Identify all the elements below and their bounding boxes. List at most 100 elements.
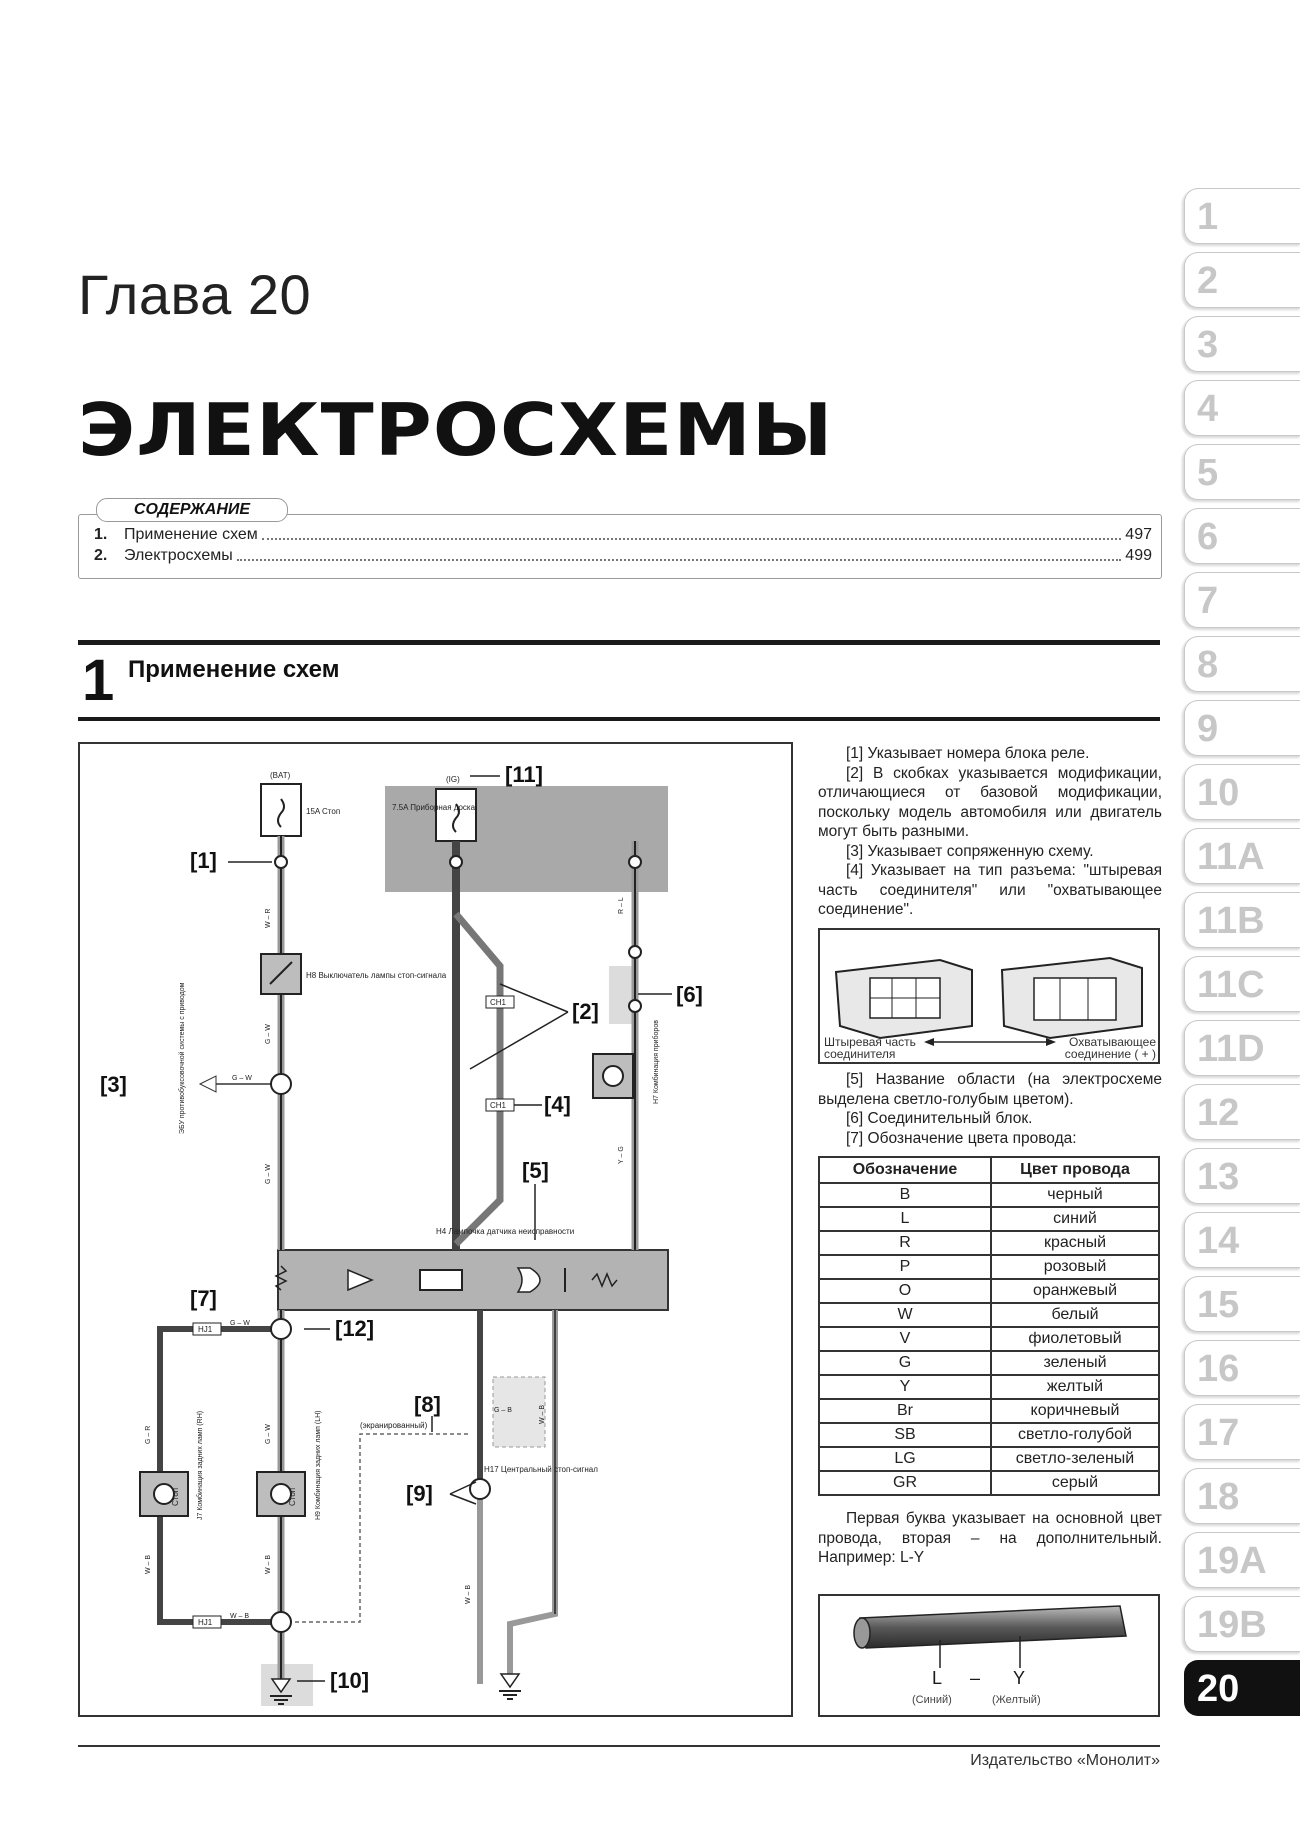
ground-icon [499, 1673, 521, 1700]
chapter-tab[interactable]: 19B [1184, 1596, 1300, 1652]
connector-ch1 [485, 995, 515, 1009]
fuse-stop [260, 783, 302, 837]
label-wire-gw: G – W [230, 1320, 250, 1327]
table-header-row: Обозначение Цвет провода [818, 1156, 1160, 1184]
color-code: GR [818, 1470, 992, 1496]
fuse-icon [452, 803, 460, 833]
label-fuse-panel: 7.5A Приборная доска [392, 803, 476, 812]
wire-alt [453, 911, 504, 1247]
note: [7] Обозначение цвета провода: [846, 1129, 1077, 1147]
color-name: красный [990, 1230, 1160, 1256]
toc-item-num: 2. [94, 547, 108, 564]
label-hj1: HJ1 [198, 1618, 213, 1627]
color-name: желтый [990, 1374, 1160, 1400]
wire-second-letter: Y [1013, 1668, 1026, 1688]
chapter-tab[interactable]: 11D [1184, 1020, 1300, 1076]
chapter-tab[interactable]: 5 [1184, 444, 1300, 500]
chapter-tab[interactable]: 12 [1184, 1084, 1300, 1140]
resistor-icon [274, 1265, 288, 1291]
chapter-tab[interactable]: 4 [1184, 380, 1300, 436]
label-fuse-stop: 15A Стоп [306, 807, 340, 816]
color-name: зеленый [990, 1350, 1160, 1376]
toc-heading: СОДЕРЖАНИЕ [96, 498, 288, 522]
label-wire-wb: W – B [539, 1405, 546, 1424]
chapter-tab[interactable]: 3 [1184, 316, 1300, 372]
note: [2] В скобках указывается модификации, о… [818, 764, 1162, 841]
chapter-tab[interactable]: 8 [1184, 636, 1300, 692]
wire-example-figure: L – Y (Синий) (Желтый) [818, 1594, 1160, 1717]
callout-6: [6] [676, 982, 703, 1007]
chapter-tab[interactable]: 11C [1184, 956, 1300, 1012]
color-name: розовый [990, 1254, 1160, 1280]
chapter-tab[interactable]: 19A [1184, 1532, 1300, 1588]
chapter-tab[interactable]: 1 [1184, 188, 1300, 244]
label-wire-yg: Y – G [618, 1146, 625, 1164]
chapter-tab[interactable]: 10 [1184, 764, 1300, 820]
chapter-tab[interactable]: 2 [1184, 252, 1300, 308]
color-name: серый [990, 1470, 1160, 1496]
toc-item-page: 499 [1125, 547, 1152, 564]
toc-item-title: Электросхемы [124, 547, 233, 564]
label-shield: (экранированный) [360, 1421, 428, 1430]
color-code: L [818, 1206, 992, 1232]
center-bulb-icon [469, 1478, 491, 1500]
note: [4] Указывает на тип разъема: "штыревая … [818, 862, 1162, 918]
color-code: B [818, 1182, 992, 1208]
chapter-tab[interactable]: 15 [1184, 1276, 1300, 1332]
wire-main-sub: (Синий) [912, 1694, 952, 1706]
callout-5: [5] [522, 1158, 549, 1183]
chapter-tab[interactable]: 9 [1184, 700, 1300, 756]
chapter-tab[interactable]: 16 [1184, 1340, 1300, 1396]
label-wire-rl: R – L [618, 897, 625, 914]
wiring-diagram-svg: [1] [2] [3] [4] [5] [6] [7] [8] [9] [10]… [100, 762, 703, 1706]
color-code: P [818, 1254, 992, 1280]
wiring-diagram: [1] [2] [3] [4] [5] [6] [7] [8] [9] [10]… [78, 742, 793, 1717]
callout-1: [1] [190, 848, 217, 873]
chapter-tab[interactable]: 17 [1184, 1404, 1300, 1460]
chapter-tab[interactable]: 7 [1184, 572, 1300, 628]
publisher: Издательство «Монолит» [970, 1752, 1160, 1769]
leader-line [499, 983, 569, 1013]
chapter-tab[interactable]: 11B [1184, 892, 1300, 948]
label-ch1: CH1 [490, 998, 507, 1007]
label-stop: Стоп [288, 1488, 297, 1506]
label-bat: (BAT) [270, 771, 291, 780]
callout-9: [9] [406, 1481, 433, 1506]
pin-point [449, 855, 463, 869]
female-connector-label: Охватывающее соединение ( + ) [1064, 1035, 1156, 1061]
color-code: LG [818, 1446, 992, 1472]
callout-11: [11] [505, 762, 543, 787]
leader-line [449, 1481, 477, 1495]
chapter-title: ЭЛЕКТРОСХЕМЫ [78, 388, 834, 472]
color-code: G [818, 1350, 992, 1376]
chapter-tab[interactable]: 18 [1184, 1468, 1300, 1524]
notes-middle: [5] Название области (на электросхеме вы… [818, 1070, 1162, 1148]
table-header: Цвет провода [990, 1156, 1160, 1184]
chapter-tab[interactable]: 6 [1184, 508, 1300, 564]
toc-dots [261, 538, 1122, 540]
label-switch: H8 Выключатель лампы стоп-сигнала [306, 971, 447, 980]
chapter-tab[interactable]: 20 [1184, 1660, 1300, 1716]
pin-point [628, 945, 642, 959]
label-ig: (IG) [446, 775, 460, 784]
color-code: SB [818, 1422, 992, 1448]
callout-10: [10] [330, 1668, 369, 1693]
chapter-tab[interactable]: 11A [1184, 828, 1300, 884]
connector-figure: Штыревая часть соединителя Охватывающее … [818, 928, 1160, 1064]
section-rule-bottom [78, 717, 1160, 721]
chapter-tab[interactable]: 14 [1184, 1212, 1300, 1268]
wire-main-letter: L [932, 1668, 943, 1688]
color-name: оранжевый [990, 1278, 1160, 1304]
chapter-tab[interactable]: 13 [1184, 1148, 1300, 1204]
toc-item[interactable]: 2. Электросхемы 499 [94, 545, 1152, 565]
toc-item[interactable]: 1. Применение схем 497 [94, 524, 1152, 544]
connector-hj1 [192, 1322, 222, 1336]
leader-line [449, 1493, 477, 1505]
wire-return [507, 1310, 558, 1674]
